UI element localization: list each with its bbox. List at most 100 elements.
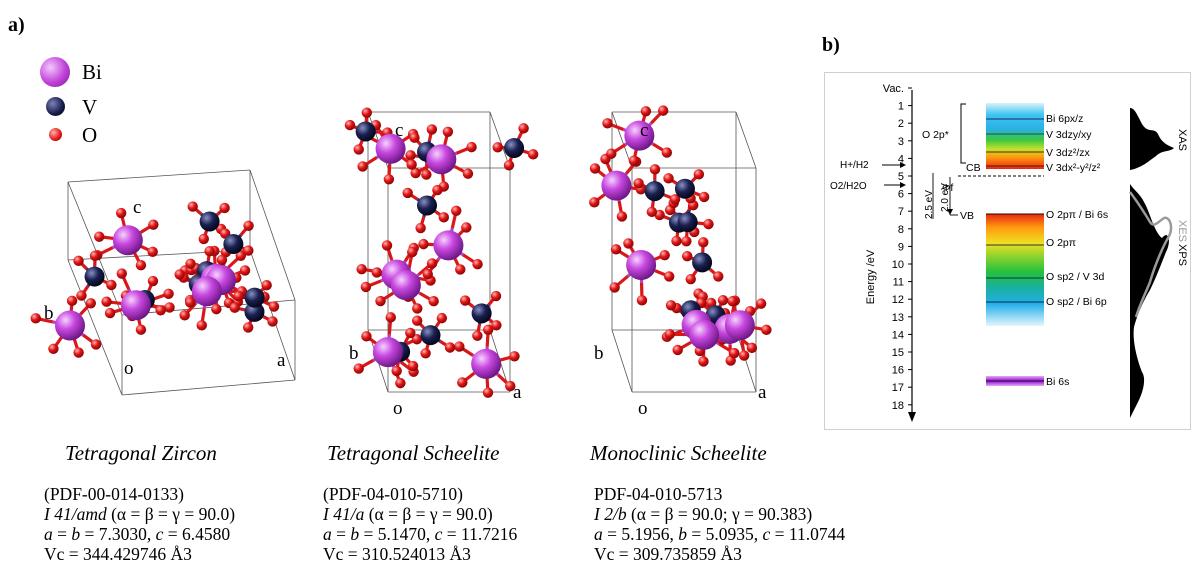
o-atom: [233, 291, 244, 302]
o-atom: [589, 197, 600, 208]
bi-atom: [724, 310, 755, 341]
energy-axis-label: Energy /eV: [865, 249, 877, 304]
v-atom: [674, 178, 695, 199]
o-atom: [229, 302, 240, 313]
o-atom: [406, 159, 417, 170]
o-atom: [426, 124, 438, 135]
tet-scheelite-lattice: a = b = 5.1470, c = 11.7216: [323, 524, 518, 544]
o-atom: [432, 184, 443, 196]
o-atom: [729, 347, 740, 359]
o-atom: [30, 313, 41, 324]
bi-atom: [120, 290, 151, 321]
o-atom: [381, 240, 393, 251]
xas-spectrum: [1130, 87, 1174, 170]
o-atom: [242, 322, 254, 333]
o-atom: [174, 269, 185, 280]
o-atom: [357, 161, 368, 172]
energy-tick-label: 10: [892, 259, 904, 271]
o-atom: [609, 282, 620, 293]
redox-h-label: H+/H2: [840, 160, 869, 171]
v-atom: [199, 211, 220, 232]
o-atom: [198, 233, 209, 245]
o-atom: [76, 290, 87, 301]
o-atom: [628, 155, 640, 166]
o-atom: [391, 365, 402, 377]
o-atom: [418, 238, 429, 250]
tet-scheelite-axis-b: b: [349, 343, 359, 364]
bi-atom: [601, 170, 632, 201]
o-atom: [663, 271, 675, 282]
v-atom: [420, 325, 441, 346]
o-atom: [412, 303, 423, 314]
energy-tick-label: 16: [892, 365, 904, 377]
v-atom: [504, 138, 525, 159]
xps-spectrum: [1130, 184, 1169, 418]
unit-cell-edge: [67, 169, 251, 183]
o-atom: [491, 320, 502, 331]
o-atom: [235, 250, 246, 261]
o-atom: [243, 220, 254, 231]
cb-state-3: V 3dz²/zx: [1046, 147, 1091, 159]
unit-cell-edge: [611, 329, 633, 393]
mono-scheelite-axis-a: a: [758, 382, 767, 403]
mono-scheelite-axis-c: c: [640, 120, 649, 141]
o-atom: [755, 298, 767, 309]
cb-state-4: V 3dx²-y²/z²: [1046, 162, 1101, 174]
unit-cell-edge: [735, 111, 757, 169]
o-atom: [106, 279, 117, 291]
o-atom: [610, 244, 622, 255]
bi-atom: [426, 144, 457, 175]
o-atom: [459, 295, 471, 306]
energy-tick-label: 12: [892, 294, 904, 306]
o-atom: [360, 281, 372, 293]
o-atom: [451, 205, 462, 216]
o-atom: [462, 168, 474, 179]
o-atom: [698, 191, 710, 203]
o-atom: [135, 324, 147, 335]
zircon-pdf: (PDF-00-014-0133): [44, 484, 184, 504]
v-legend-label: V: [82, 95, 98, 119]
zircon-space-group-line: I 41/amd (α = β = γ = 90.0): [44, 504, 235, 524]
o-atom: [187, 201, 198, 212]
o-atom: [148, 219, 159, 230]
bi-atom: [191, 276, 222, 307]
mono-scheelite-space-group-line: I 2/b (α = β = 90.0; γ = 90.383): [594, 504, 845, 524]
o-atom: [663, 173, 674, 184]
o-atom: [90, 339, 102, 350]
zircon-angles: (α = β = γ = 90.0): [111, 504, 236, 524]
energy-tick-label: 7: [898, 206, 904, 218]
tet-scheelite-axis-a: a: [513, 382, 522, 403]
unit-cell-edge: [735, 329, 757, 393]
o-atom: [411, 315, 423, 326]
valence-band: [986, 214, 1044, 326]
o-atom: [461, 222, 472, 233]
zircon-axis-o: o: [124, 358, 134, 379]
xes-spectrum: [1128, 191, 1173, 318]
o-atom: [196, 320, 207, 331]
mono-scheelite-space-group: I 2/b: [594, 504, 627, 524]
v-atom: [644, 181, 665, 202]
o-atom: [505, 380, 516, 392]
energy-tick-label: 4: [898, 153, 904, 165]
o-atom: [405, 150, 416, 161]
v-atom: [223, 234, 244, 255]
phi-f-label: Φf: [942, 182, 953, 194]
o-atom: [616, 211, 628, 222]
unit-cell-edge: [489, 111, 511, 169]
o-atom: [204, 245, 215, 257]
conduction-band: [986, 103, 1044, 169]
o-atom: [444, 342, 456, 353]
energy-tick-label: 1: [898, 101, 904, 113]
o-atom: [115, 207, 127, 219]
v-atom: [677, 212, 698, 233]
o-atom: [455, 264, 466, 275]
o-atom: [421, 169, 432, 180]
o-atom: [402, 187, 413, 199]
o-atom: [268, 301, 280, 312]
tet-scheelite-title: Tetragonal Scheelite: [327, 441, 500, 465]
bi-atom: [372, 337, 403, 368]
o-atom: [527, 149, 539, 160]
o-atom: [654, 209, 665, 221]
energy-tick-label: 18: [892, 400, 904, 412]
